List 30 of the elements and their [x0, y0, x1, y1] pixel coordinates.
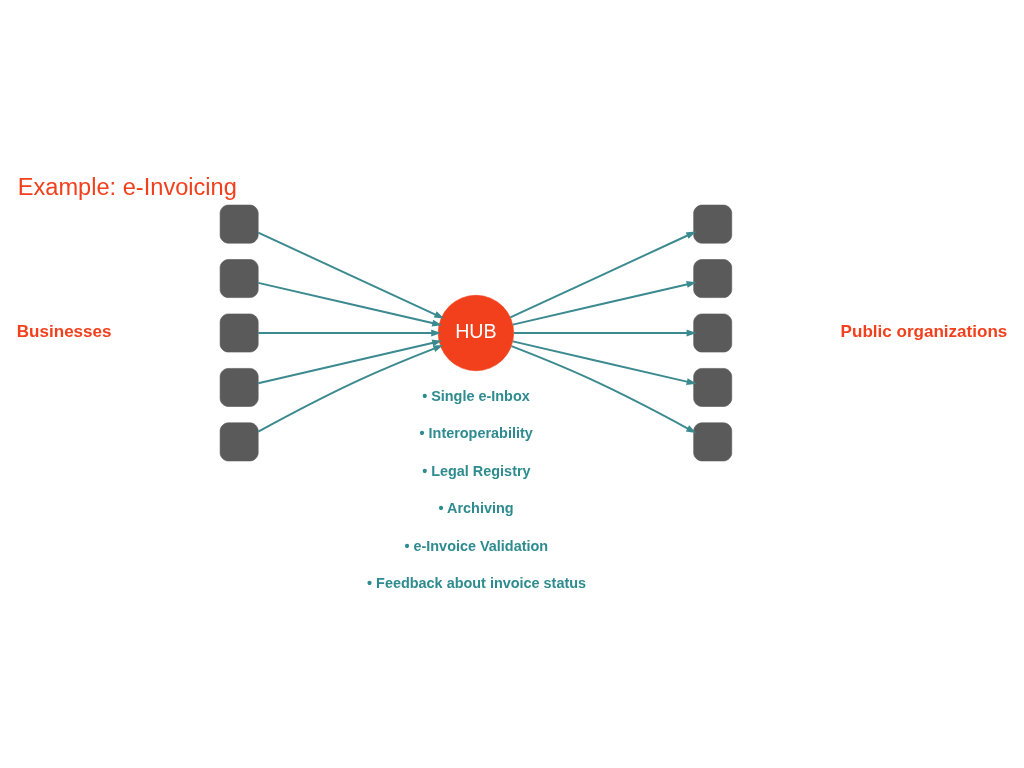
arrow [510, 344, 697, 433]
arrow [257, 329, 442, 336]
label: Businesses [16, 320, 112, 340]
node-box [219, 367, 259, 407]
arrow [512, 329, 697, 336]
arrow [257, 339, 443, 384]
arrow [511, 280, 697, 326]
node-box [693, 258, 733, 298]
arrow [509, 231, 697, 318]
node-box [219, 258, 259, 298]
node-box [219, 422, 259, 461]
node-box [219, 313, 259, 352]
node-box [693, 422, 733, 461]
node-box [693, 313, 733, 352]
label: • Legal Registry [422, 462, 531, 479]
arrow [257, 281, 443, 326]
label: Public organizations [840, 320, 1008, 340]
diagram-title: Example: e-Invoicing [17, 173, 237, 200]
node-box [693, 367, 733, 407]
node-circle: HUB [437, 294, 514, 371]
arrow [257, 231, 445, 319]
node-box [219, 204, 259, 243]
label: • Single e-Inbox [422, 387, 530, 404]
label: • e-Invoice Validation [404, 537, 549, 554]
label: • Feedback about invoice status [367, 574, 587, 591]
node-box [693, 204, 733, 243]
arrow [511, 339, 697, 385]
label: • Interoperability [419, 424, 533, 441]
arrow [257, 344, 444, 433]
label: • Archiving [438, 499, 514, 516]
